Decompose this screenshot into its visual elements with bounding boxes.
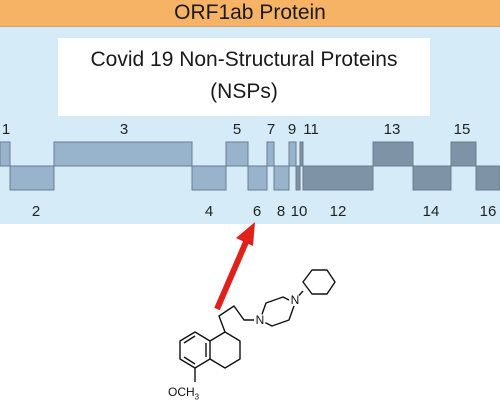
nsp16-block [475,165,500,191]
nsp-label-6: 6 [252,203,262,220]
nsp1-block [0,141,11,167]
nsp3-block [53,141,193,167]
nsp-label-8: 8 [276,203,286,220]
cyclohexane-ring [302,269,336,295]
nsp13-block [372,141,414,167]
nsp7-block [266,141,275,167]
nsp-label-2: 2 [31,203,41,220]
nsp8-block [273,165,290,191]
piperazine-n1-atom: N [256,313,265,327]
red-arrow-shaft [214,240,249,311]
nsp-label-7: 7 [266,121,276,138]
nsp-label-10: 10 [290,203,308,220]
nsp-label-12: 12 [329,203,347,220]
nsp14-block [412,165,452,191]
caption-line-2: (NSPs) [210,80,278,103]
methoxy-label-main: OCH [168,385,195,399]
nsp5-block [225,141,249,167]
banner-title: ORF1ab Protein [174,1,326,24]
methoxy-label: OCH3 [168,385,199,401]
saturated-ring [209,331,241,369]
nsp12-block [302,165,374,191]
nsp9-block [288,141,297,167]
nsp6-block [247,165,268,191]
nsp10-block [295,165,301,191]
propyl-chain [218,305,257,333]
nsp-label-15: 15 [453,121,471,138]
nsp-label-1: 1 [1,121,11,138]
nsp2-block [9,165,55,191]
nsp-label-3: 3 [119,121,129,138]
benzene-double-bond-3 [183,356,196,365]
piperazine-n2-mask [289,294,301,306]
nsp11-block [299,141,304,167]
nsp-label-13: 13 [383,121,401,138]
nsp-label-5: 5 [232,121,242,138]
piperazine-n2-atom: N [291,293,300,307]
nsp-label-16: 16 [479,203,497,220]
nsp-label-14: 14 [422,203,440,220]
caption-line-1: Covid 19 Non-Structural Proteins [90,48,398,71]
nsp4-block [191,165,227,191]
methoxy-label-subscript: 3 [194,392,200,402]
red-arrow-head [236,222,255,246]
benzene-double-bond-1 [183,335,196,344]
piperazine-n1-mask [254,314,266,326]
nsp-label-4: 4 [204,203,214,220]
nsp-label-9: 9 [287,121,297,138]
nsp15-block [450,141,477,167]
caption-box: Covid 19 Non-Structural Proteins (NSPs) [58,38,430,116]
nsp-label-11: 11 [303,121,319,138]
orf1ab-banner: ORF1ab Protein [0,0,500,27]
